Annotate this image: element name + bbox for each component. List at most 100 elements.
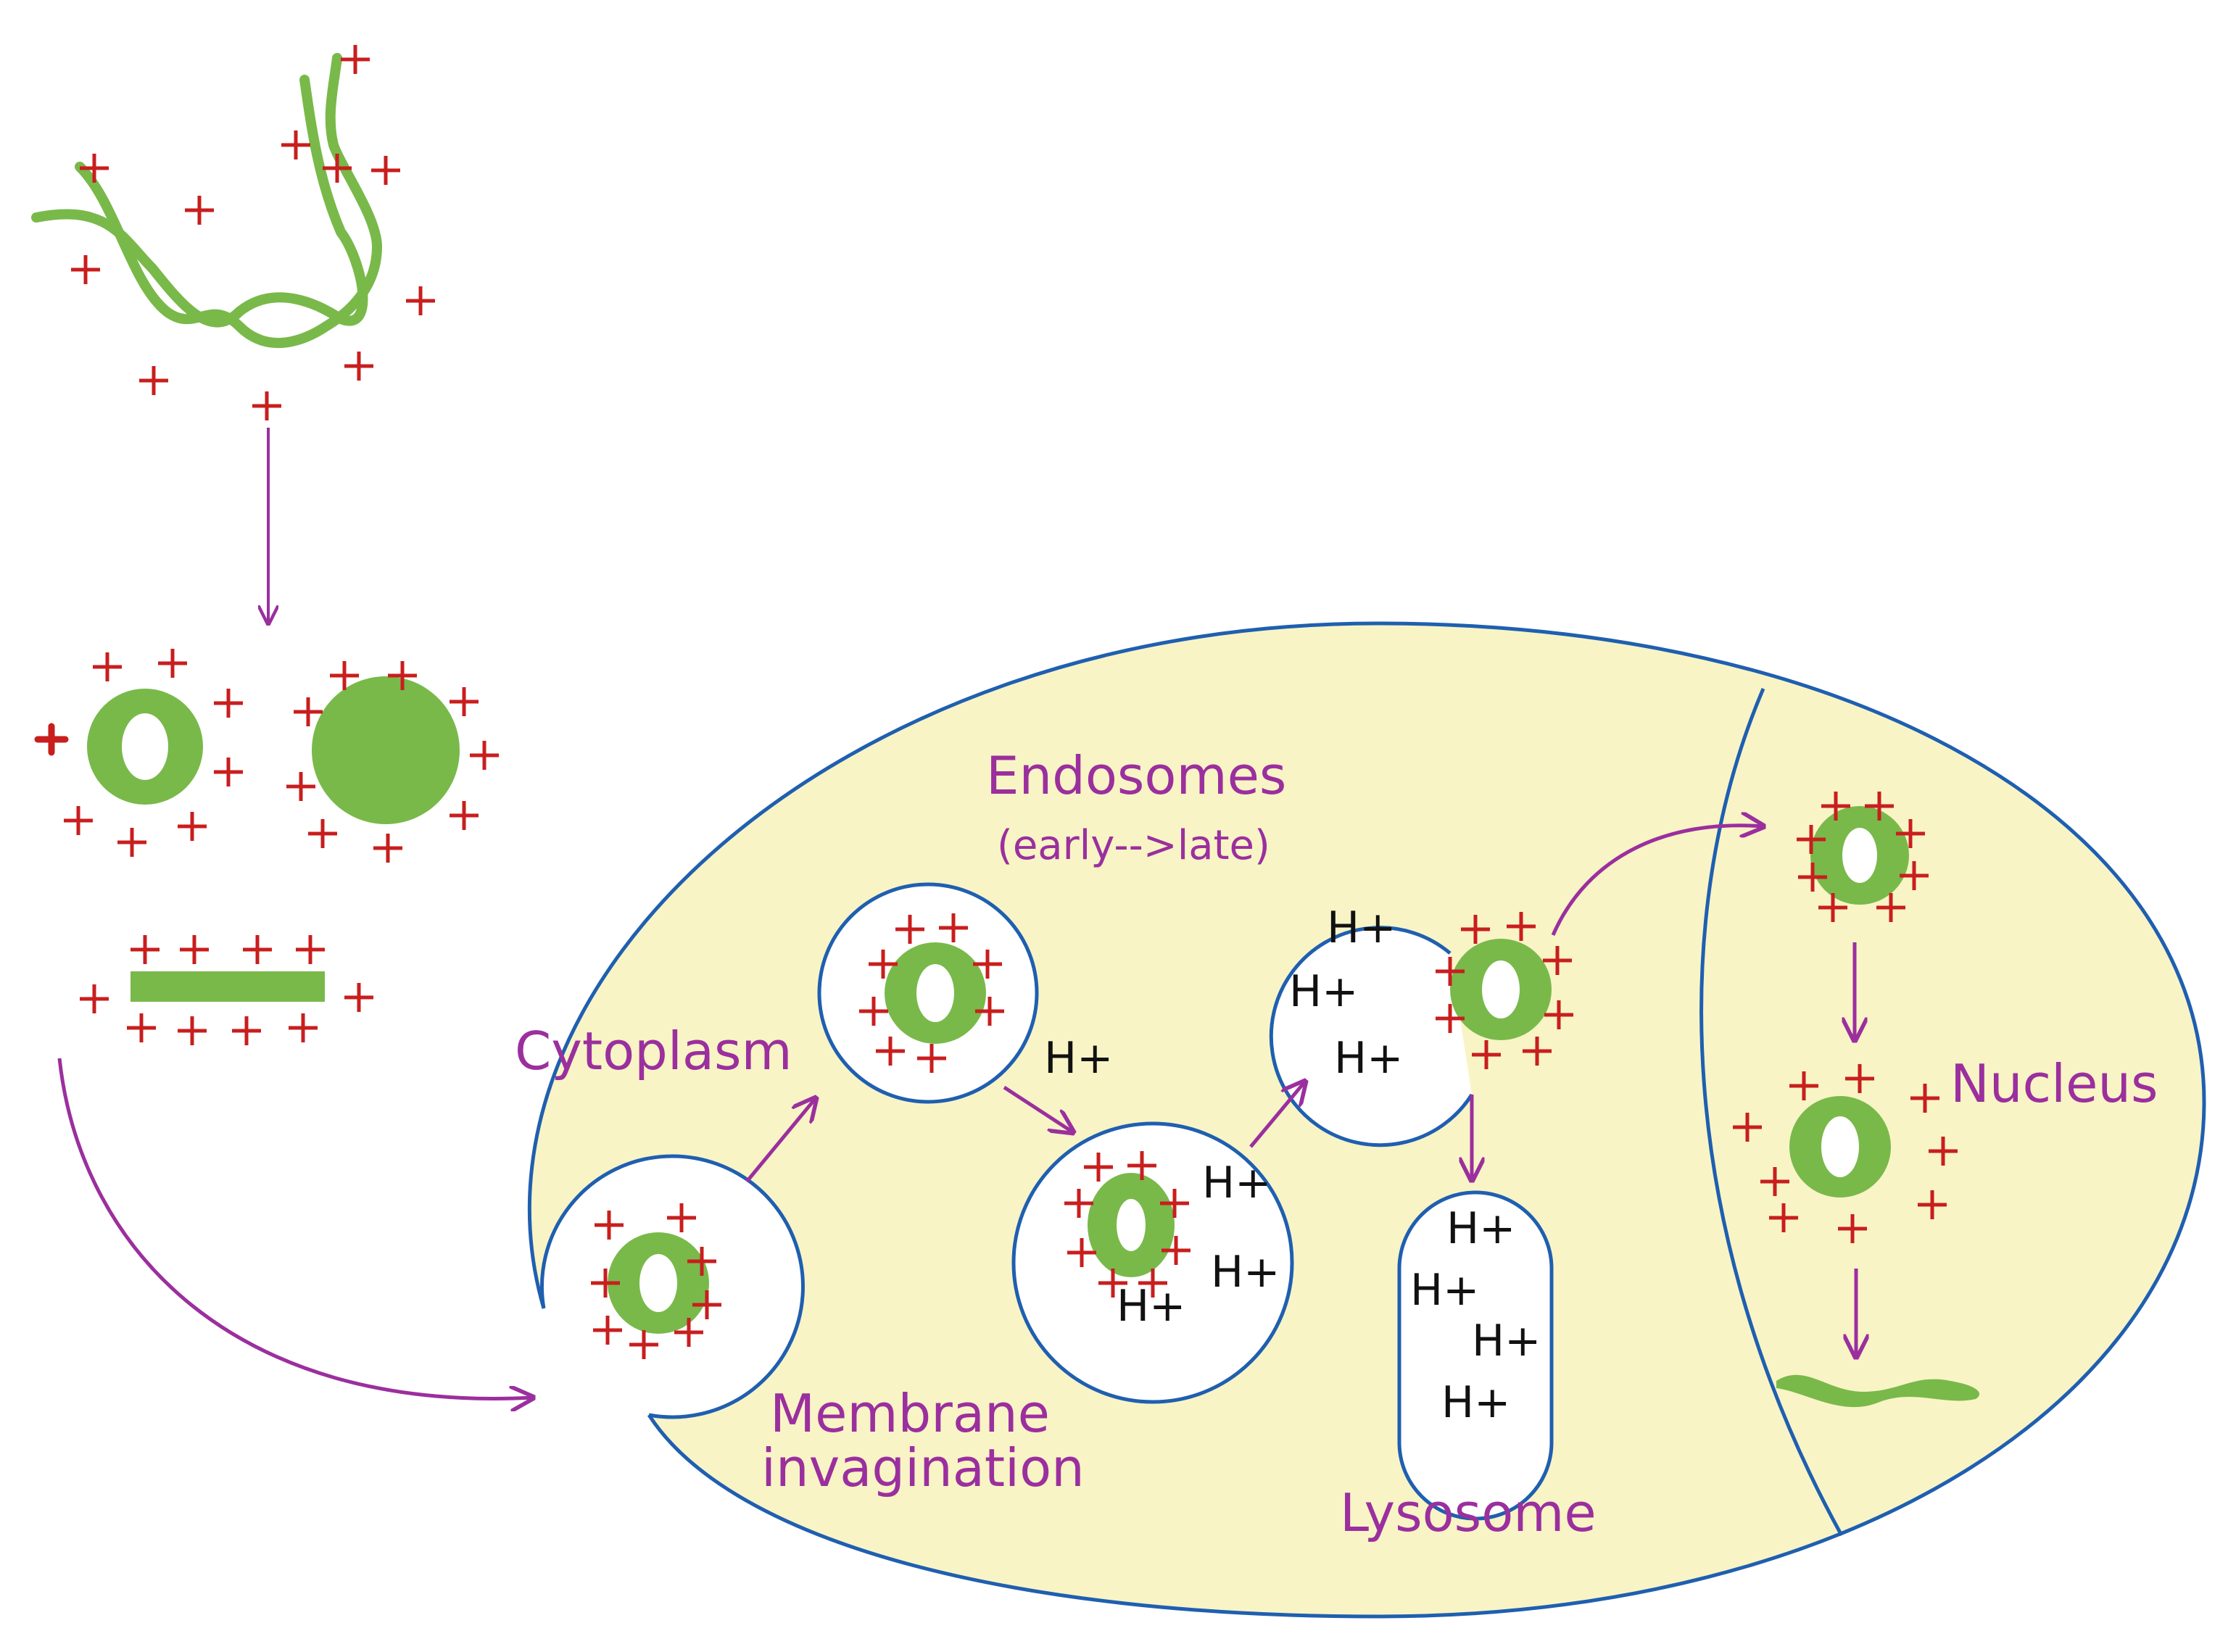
nucleus-label: Nucleus xyxy=(1950,1053,2158,1114)
positive-charge xyxy=(344,983,373,1012)
positive-charge xyxy=(593,1316,622,1345)
proton-label: H+ xyxy=(1441,1377,1510,1428)
positive-charge xyxy=(341,45,370,74)
positive-charge xyxy=(1543,946,1572,975)
polymer-charges xyxy=(71,45,435,420)
positive-charge xyxy=(1436,957,1465,986)
lysosome-label: Lysosome xyxy=(1340,1482,1597,1543)
endosomes-label: Endosomes xyxy=(986,745,1286,806)
endosomes-sublabel: (early-->late) xyxy=(997,822,1270,869)
positive-charge xyxy=(243,935,272,964)
invagination-label: invagination xyxy=(761,1437,1085,1498)
positive-charge xyxy=(93,652,122,681)
positive-charge xyxy=(859,997,888,1026)
positive-charge xyxy=(450,687,479,716)
positive-charge xyxy=(80,984,109,1013)
positive-charge xyxy=(178,1016,207,1045)
positive-charge xyxy=(595,1211,624,1240)
arrow-to-early-endosome xyxy=(745,1098,816,1183)
positive-charge xyxy=(869,950,898,979)
late-endosome-particle xyxy=(1450,939,1552,1040)
positive-charge xyxy=(64,806,93,835)
positive-charge xyxy=(667,1203,696,1232)
positive-charge xyxy=(294,697,323,726)
nuclear-envelope xyxy=(1699,688,1844,1537)
positive-charge xyxy=(973,950,1002,979)
positive-charge xyxy=(1544,1000,1573,1029)
positive-charge xyxy=(127,1013,156,1042)
positive-charge xyxy=(1865,792,1894,821)
arrow-to-late-endosome xyxy=(1249,1082,1305,1148)
positive-charge xyxy=(139,366,168,395)
positive-charge xyxy=(80,154,109,183)
positive-charge xyxy=(178,812,207,841)
spherical-particle xyxy=(312,676,460,824)
proton-label: H+ xyxy=(1211,1247,1280,1298)
positive-charge xyxy=(388,661,417,690)
positive-charge xyxy=(344,352,373,381)
positive-charge xyxy=(1436,1004,1465,1033)
released-nucleic-acid xyxy=(1776,1374,1980,1408)
arrow-to-nucleus xyxy=(1551,826,1763,937)
nuclear-unpacking-particle xyxy=(1789,1096,1891,1198)
positive-charge xyxy=(1798,863,1827,892)
invaginated-charges xyxy=(591,1203,721,1359)
positive-charge xyxy=(1900,861,1929,890)
positive-charge xyxy=(1098,1269,1127,1298)
positive-charge xyxy=(895,915,924,944)
positive-charge xyxy=(591,1269,620,1298)
positive-charge xyxy=(687,1247,716,1276)
lysosome xyxy=(1397,1190,1554,1521)
early-endosome-particle xyxy=(885,942,986,1044)
positive-charge xyxy=(330,661,359,690)
positive-charge xyxy=(1838,1214,1867,1243)
rod-charges xyxy=(80,935,373,1045)
positive-charge xyxy=(308,819,337,848)
positive-charge xyxy=(1896,819,1925,848)
intermediate-endosome-charges xyxy=(1064,1151,1191,1298)
positive-charge xyxy=(214,757,243,786)
positive-charge xyxy=(158,649,187,678)
positive-charge xyxy=(286,772,315,801)
positive-charge xyxy=(1523,1037,1552,1066)
positive-charge xyxy=(975,997,1004,1026)
positive-charge xyxy=(1789,1071,1818,1100)
positive-charge xyxy=(289,1013,318,1042)
positive-charge xyxy=(629,1330,658,1359)
positive-charge xyxy=(1876,893,1905,922)
positive-charge xyxy=(1818,893,1847,922)
positive-charge xyxy=(692,1290,721,1319)
proton-label: H+ xyxy=(1334,1033,1403,1084)
proton-label: H+ xyxy=(1044,1033,1113,1084)
positive-charge xyxy=(1769,1203,1798,1232)
positive-charge xyxy=(917,1044,946,1073)
bold-charge xyxy=(34,723,69,756)
positive-charge xyxy=(373,834,402,863)
positive-charge xyxy=(296,935,325,964)
nuclear-entry-particle xyxy=(1810,806,1909,905)
positive-charge xyxy=(939,913,968,942)
positive-charge xyxy=(1507,912,1536,941)
positive-charge xyxy=(281,130,310,159)
positive-charge xyxy=(450,801,479,830)
uptake-arrow xyxy=(57,1058,533,1398)
nuclear-unpacking-charges xyxy=(1733,1064,1958,1243)
early-endosome-charges xyxy=(859,913,1004,1073)
rod-particle xyxy=(131,971,325,1002)
positive-charge xyxy=(71,255,100,284)
positive-charge xyxy=(1162,1236,1191,1265)
positive-charge xyxy=(1797,825,1826,854)
toroid-particle xyxy=(87,689,203,805)
proton-label: H+ xyxy=(1202,1158,1271,1208)
proton-label: H+ xyxy=(1446,1203,1515,1254)
positive-charge xyxy=(470,741,499,770)
sphere-charges xyxy=(286,661,499,863)
positive-charge xyxy=(1084,1153,1113,1182)
positive-charge xyxy=(180,935,209,964)
cytoplasm-label: Cytoplasm xyxy=(515,1021,792,1082)
positive-charge xyxy=(1064,1189,1093,1218)
intermediate-endosome-particle xyxy=(1088,1173,1175,1277)
positive-charge xyxy=(1138,1269,1167,1298)
proton-label: H+ xyxy=(1117,1281,1185,1332)
